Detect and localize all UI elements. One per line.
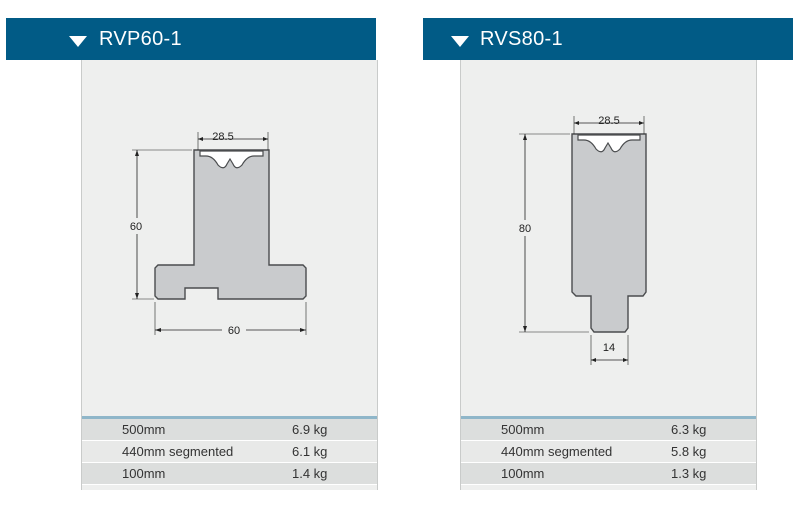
dimension-height: 80 xyxy=(519,223,531,235)
table-row: 440mm segmented 6.1 kg xyxy=(82,441,377,463)
table-row: 500mm 6.9 kg xyxy=(82,419,377,441)
spec-table: 500mm 6.9 kg 440mm segmented 6.1 kg 100m… xyxy=(82,416,377,485)
table-row: 100mm 1.4 kg xyxy=(82,463,377,485)
card-header: RVS80-1 xyxy=(423,18,793,60)
table-row: 500mm 6.3 kg xyxy=(461,419,756,441)
weight-cell: 6.9 kg xyxy=(292,422,328,437)
length-cell: 500mm xyxy=(122,422,166,437)
length-cell: 440mm segmented xyxy=(501,444,613,459)
dimension-height: 60 xyxy=(130,221,142,233)
dimension-top-width: 28.5 xyxy=(598,115,619,127)
v-groove xyxy=(577,134,641,153)
table-row: 100mm 1.3 kg xyxy=(461,463,756,485)
weight-cell: 5.8 kg xyxy=(671,444,707,459)
length-cell: 100mm xyxy=(122,466,166,481)
length-cell: 100mm xyxy=(501,466,545,481)
table-row: 440mm segmented 5.8 kg xyxy=(461,441,756,463)
card-header: RVP60-1 xyxy=(6,18,376,60)
card-title: RVP60-1 xyxy=(99,28,182,50)
profile-drawing: 28.5 60 60 xyxy=(122,131,307,338)
tool-card-rvs80-1: RVS80-1 28.5 80 xyxy=(423,0,793,508)
spec-table: 500mm 6.3 kg 440mm segmented 5.8 kg 100m… xyxy=(461,416,756,485)
tool-card-rvp60-1: RVP60-1 28.5 60 xyxy=(6,0,378,508)
card-title: RVS80-1 xyxy=(480,28,563,50)
dimension-tang-width: 14 xyxy=(603,342,615,354)
drawing-panel: 28.5 80 14 500mm 6.3 kg 440mm segmented xyxy=(460,60,757,490)
dimension-top-width: 28.5 xyxy=(212,131,233,143)
header-notch xyxy=(69,36,87,47)
weight-cell: 6.3 kg xyxy=(671,422,707,437)
die-profile xyxy=(571,133,647,333)
length-cell: 500mm xyxy=(501,422,545,437)
header-notch xyxy=(451,36,469,47)
dimension-base-width: 60 xyxy=(228,325,240,337)
v-groove xyxy=(199,150,264,169)
drawing-panel: 28.5 60 60 500mm 6.9 kg 440mm segme xyxy=(81,60,378,490)
weight-cell: 6.1 kg xyxy=(292,444,328,459)
profile-drawing: 28.5 80 14 xyxy=(511,115,647,365)
length-cell: 440mm segmented xyxy=(122,444,234,459)
die-profile xyxy=(154,149,307,300)
weight-cell: 1.4 kg xyxy=(292,466,328,481)
weight-cell: 1.3 kg xyxy=(671,466,707,481)
